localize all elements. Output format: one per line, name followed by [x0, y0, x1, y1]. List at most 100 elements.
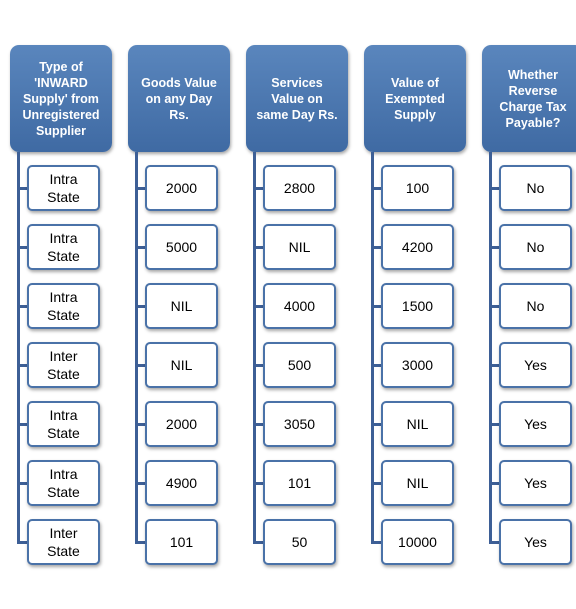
connector-branch [489, 482, 499, 485]
column-header-4: Value of Exempted Supply [364, 45, 466, 152]
value-box: Intra State [27, 224, 100, 270]
value-box: 100 [381, 165, 454, 211]
value-text: No [526, 239, 545, 255]
connector-branch [253, 541, 263, 544]
connector-branch [135, 246, 145, 249]
connector-branch [489, 246, 499, 249]
value-text: 50 [291, 534, 308, 550]
connector-spine [489, 152, 492, 544]
connector-branch [371, 482, 381, 485]
value-box: NIL [263, 224, 336, 270]
value-box: Inter State [27, 519, 100, 565]
column-header-label: Value of Exempted Supply [385, 75, 445, 122]
connector-branch [135, 482, 145, 485]
value-text: NIL [170, 357, 193, 373]
column-header-label: Goods Value on any Day Rs. [141, 75, 217, 122]
connector-branch [489, 364, 499, 367]
connector-spine [17, 152, 20, 544]
connector-branch [253, 187, 263, 190]
connector-spine [135, 152, 138, 544]
value-text: NIL [406, 416, 429, 432]
value-box: No [499, 165, 572, 211]
value-text: 2800 [283, 180, 316, 196]
value-box: NIL [381, 460, 454, 506]
connector-branch [489, 187, 499, 190]
connector-branch [489, 423, 499, 426]
value-text: NIL [170, 298, 193, 314]
value-text: 3000 [401, 357, 434, 373]
value-text: 2000 [165, 416, 198, 432]
value-box: Yes [499, 342, 572, 388]
connector-branch [135, 541, 145, 544]
value-box: 2000 [145, 401, 218, 447]
value-box: 50 [263, 519, 336, 565]
value-box: 5000 [145, 224, 218, 270]
value-box: 2000 [145, 165, 218, 211]
value-box: NIL [145, 342, 218, 388]
value-text: Yes [524, 534, 547, 550]
value-box: 2800 [263, 165, 336, 211]
value-text: Yes [524, 357, 547, 373]
value-box: 4200 [381, 224, 454, 270]
connector-branch [17, 246, 27, 249]
value-text: No [526, 180, 545, 196]
value-text: 100 [405, 180, 430, 196]
connector-branch [371, 305, 381, 308]
value-text: Intra State [47, 289, 80, 323]
value-text: 3050 [283, 416, 316, 432]
value-text: 101 [287, 475, 312, 491]
connector-branch [17, 305, 27, 308]
connector-branch [253, 305, 263, 308]
value-text: 500 [287, 357, 312, 373]
value-text: 4200 [401, 239, 434, 255]
value-box: 1500 [381, 283, 454, 329]
connector-branch [253, 423, 263, 426]
value-box: 10000 [381, 519, 454, 565]
value-box: 3050 [263, 401, 336, 447]
connector-branch [253, 246, 263, 249]
connector-branch [17, 364, 27, 367]
value-box: 101 [263, 460, 336, 506]
value-box: Yes [499, 519, 572, 565]
connector-branch [371, 187, 381, 190]
column-header-3: Services Value on same Day Rs. [246, 45, 348, 152]
connector-branch [371, 541, 381, 544]
value-box: Yes [499, 460, 572, 506]
value-box: 4900 [145, 460, 218, 506]
column-header-label: Type of 'INWARD Supply' from Unregistere… [22, 59, 100, 138]
value-box: No [499, 283, 572, 329]
connector-branch [253, 364, 263, 367]
value-box: Inter State [27, 342, 100, 388]
value-box: Intra State [27, 283, 100, 329]
connector-spine [371, 152, 374, 544]
value-box: 3000 [381, 342, 454, 388]
value-box: NIL [381, 401, 454, 447]
connector-branch [371, 423, 381, 426]
value-box: 101 [145, 519, 218, 565]
value-box: Yes [499, 401, 572, 447]
value-text: Inter State [47, 525, 80, 559]
value-text: NIL [406, 475, 429, 491]
value-text: 1500 [401, 298, 434, 314]
value-box: NIL [145, 283, 218, 329]
value-text: Yes [524, 475, 547, 491]
connector-branch [17, 482, 27, 485]
value-text: 5000 [165, 239, 198, 255]
value-box: Intra State [27, 460, 100, 506]
connector-branch [135, 187, 145, 190]
connector-branch [371, 246, 381, 249]
value-text: Intra State [47, 466, 80, 500]
value-box: 4000 [263, 283, 336, 329]
column-header-label: Whether Reverse Charge Tax Payable? [499, 67, 567, 130]
connector-branch [135, 305, 145, 308]
connector-branch [17, 541, 27, 544]
connector-branch [135, 423, 145, 426]
connector-branch [489, 541, 499, 544]
value-text: 4900 [165, 475, 198, 491]
column-header-5: Whether Reverse Charge Tax Payable? [482, 45, 576, 152]
value-box: 500 [263, 342, 336, 388]
connector-branch [371, 364, 381, 367]
value-box: Intra State [27, 401, 100, 447]
value-text: Inter State [47, 348, 80, 382]
value-text: No [526, 298, 545, 314]
